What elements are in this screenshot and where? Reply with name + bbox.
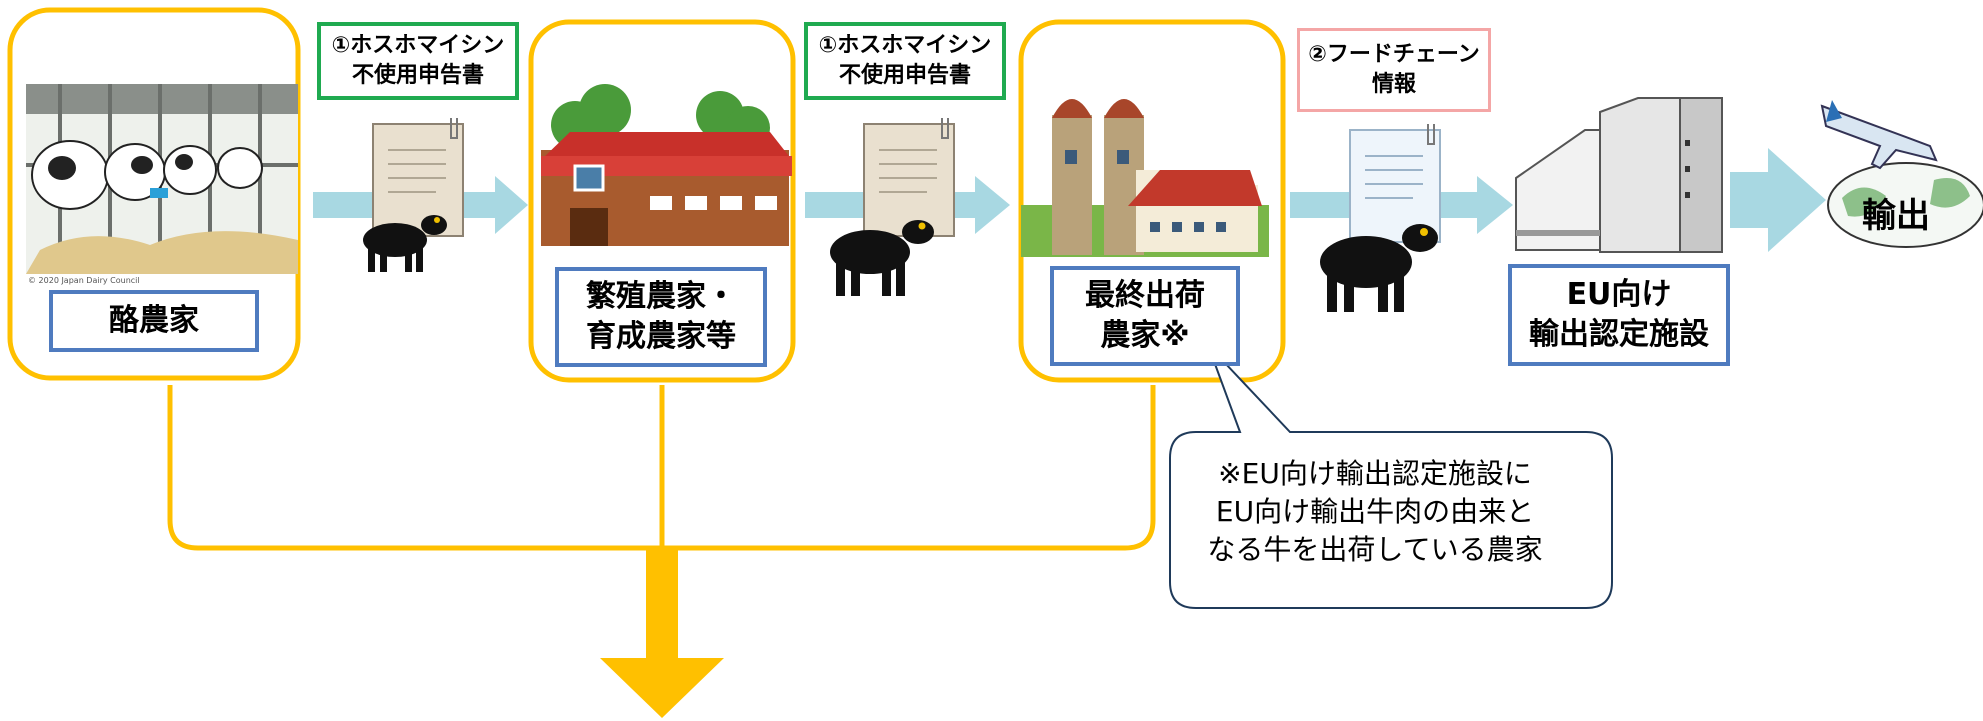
globe-airplane-icon — [1820, 100, 1983, 248]
barn-photo — [26, 84, 298, 274]
photo-caption: © 2020 Japan Dairy Council — [28, 276, 140, 285]
export-label: 輸出 — [1862, 196, 1930, 236]
cow-icon-3 — [1320, 224, 1438, 312]
flow-arrow-4 — [1730, 148, 1826, 252]
breeding-farmer-label: 繁殖農家・ 育成農家等 — [555, 267, 767, 367]
document-icon-3 — [1349, 124, 1441, 243]
cow-icon-1 — [363, 215, 447, 272]
note-callout — [1169, 344, 1613, 609]
red-barn-icon — [541, 84, 792, 246]
note-text: ※EU向け輸出認定施設に EU向け輸出牛肉の由来と なる牛を出荷している農家 — [1207, 457, 1543, 566]
eu-facility-label: EU向け 輸出認定施設 — [1508, 264, 1730, 366]
down-arrow-head — [600, 658, 724, 718]
document-label-3: ②フードチェーン 情報 — [1297, 28, 1491, 112]
down-arrow-shaft — [646, 548, 678, 658]
silo-farm-icon — [1021, 99, 1269, 257]
document-label-2: ①ホスホマイシン 不使用申告書 — [804, 22, 1006, 100]
dairy-farmer-label: 酪農家 — [49, 290, 259, 352]
document-icon-1 — [372, 118, 464, 237]
factory-icon — [1515, 97, 1723, 253]
final-farmer-label: 最終出荷 農家※ — [1050, 266, 1240, 366]
gathering-lines — [167, 385, 1156, 551]
cow-icon-2 — [830, 220, 934, 296]
document-label-1: ①ホスホマイシン 不使用申告書 — [317, 22, 519, 100]
document-icon-2 — [863, 118, 955, 237]
